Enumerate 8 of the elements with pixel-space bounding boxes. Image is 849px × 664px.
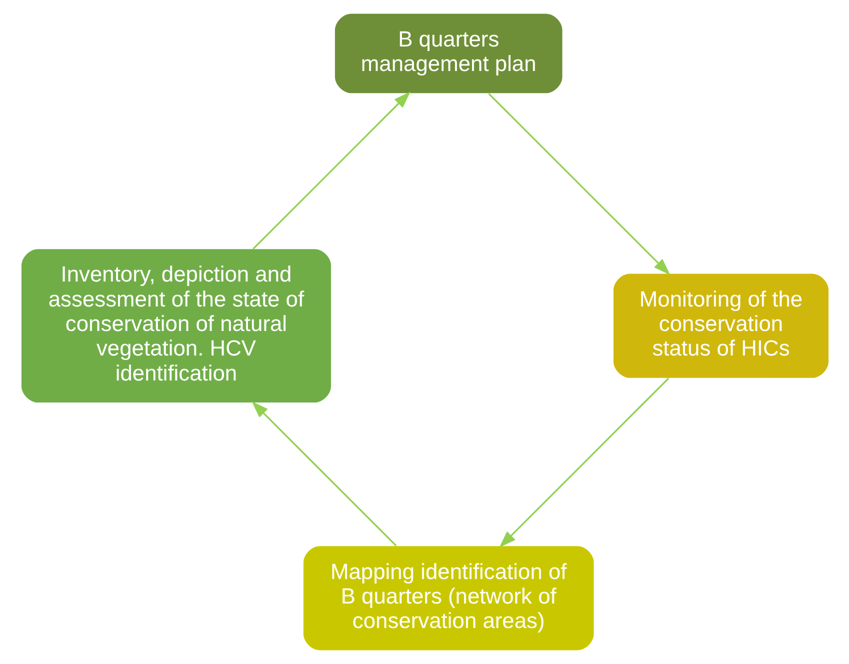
node-box: Mapping identification of B quarters (network of conservation areas) [302,546,594,650]
node-box: Monitoring of the conservation status of HICs [613,274,828,378]
arrow [251,401,396,546]
arrow [498,378,669,548]
arrow [252,92,410,250]
arrow [488,93,670,276]
node-box: B quarters management plan [334,14,562,94]
node-box: Inventory, depiction and assessment of the state of conservation of natural vegetation. HCV identification [20,249,330,403]
